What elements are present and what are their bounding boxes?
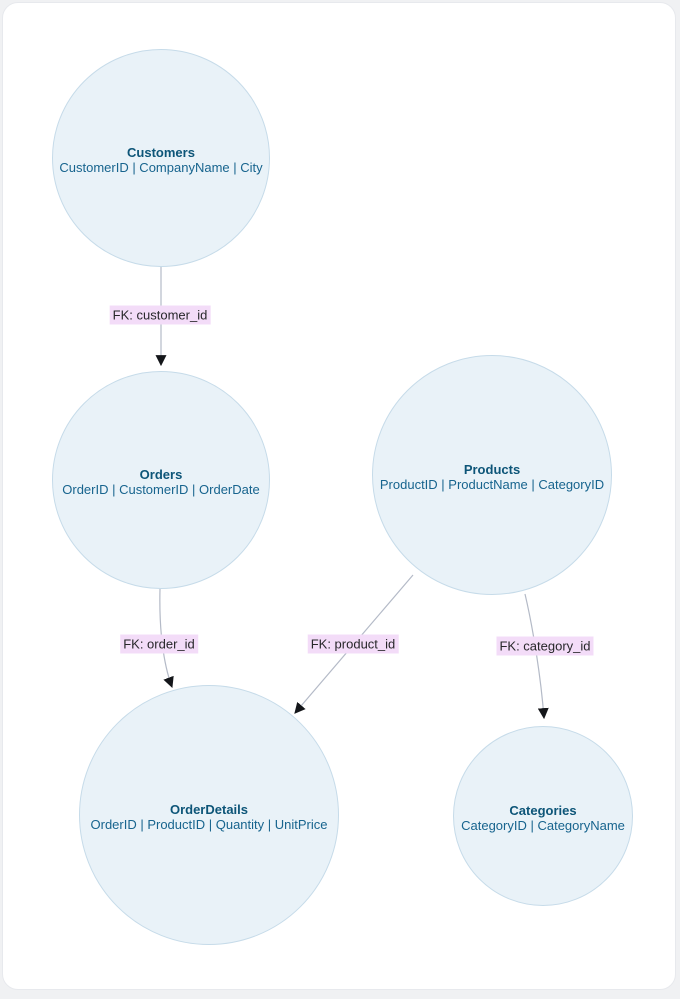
node-orders-title: Orders xyxy=(139,467,183,482)
node-orderdetails: OrderDetails OrderID | ProductID | Quant… xyxy=(79,685,339,945)
node-categories-title: Categories xyxy=(509,803,577,818)
node-products: Products ProductID | ProductName | Categ… xyxy=(372,355,612,595)
edge-products-categories xyxy=(524,593,549,720)
node-categories-attributes: CategoryID | CategoryName xyxy=(461,818,625,833)
node-orders: Orders OrderID | CustomerID | OrderDate xyxy=(52,371,270,589)
node-orderdetails-attributes: OrderID | ProductID | Quantity | UnitPri… xyxy=(90,817,328,832)
diagram-canvas: Customers CustomerID | CompanyName | Cit… xyxy=(3,3,680,999)
edge-label-category-id: FK: category_id xyxy=(496,636,594,656)
node-products-attributes: ProductID | ProductName | CategoryID xyxy=(379,477,605,492)
node-customers: Customers CustomerID | CompanyName | Cit… xyxy=(52,49,270,267)
node-categories: Categories CategoryID | CategoryName xyxy=(453,726,633,906)
node-customers-attributes: CustomerID | CompanyName | City xyxy=(59,160,263,175)
node-orderdetails-title: OrderDetails xyxy=(169,802,249,817)
node-orders-attributes: OrderID | CustomerID | OrderDate xyxy=(62,482,260,497)
edge-label-customer-id: FK: customer_id xyxy=(109,305,211,325)
edge-label-product-id: FK: product_id xyxy=(307,634,399,654)
node-customers-title: Customers xyxy=(127,145,195,160)
node-products-title: Products xyxy=(463,462,521,477)
edge-label-order-id: FK: order_id xyxy=(120,634,198,654)
